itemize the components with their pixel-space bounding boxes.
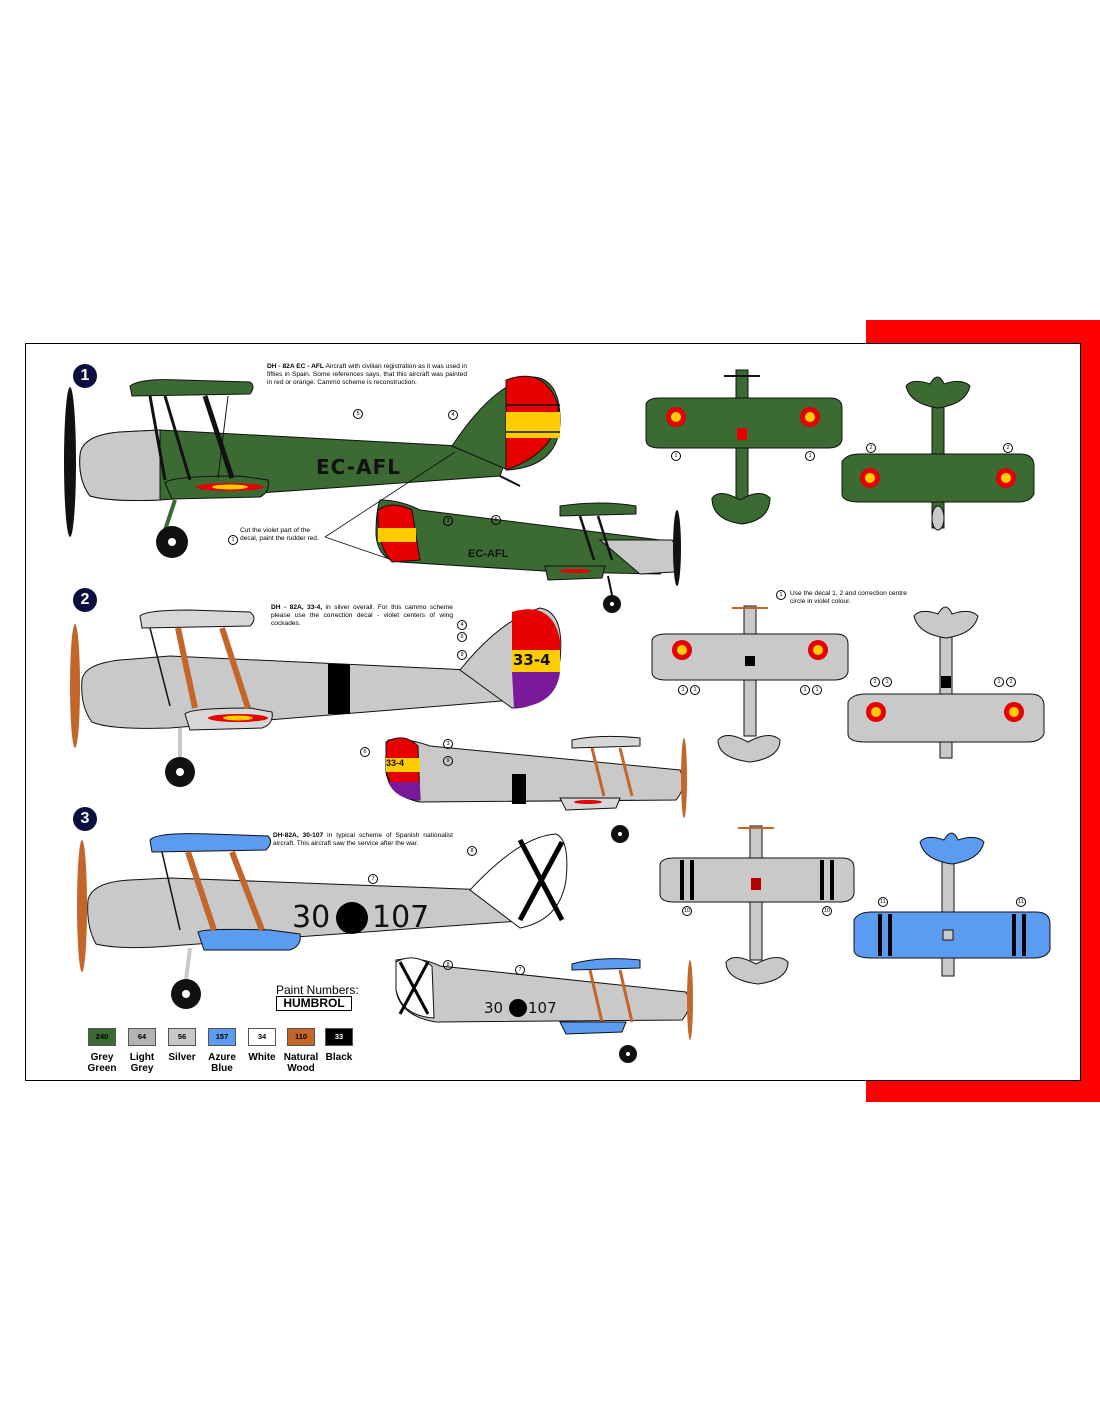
callout-1-right: 1 bbox=[805, 451, 819, 461]
callout-11-right: 11 bbox=[1016, 897, 1030, 907]
scheme-2-small-tail-code: 33-4 bbox=[386, 758, 405, 768]
callout-1-s2-c: 1 bbox=[800, 685, 814, 695]
scheme-number-1-badge: 1 bbox=[73, 364, 97, 388]
scheme-2-tail-code: 33-4 bbox=[513, 651, 551, 669]
scheme-3-text: in typical scheme of Spanish nationalist… bbox=[273, 832, 453, 847]
callout-3-scheme2: 3 bbox=[443, 739, 457, 749]
scheme-2-correction-note: 1 Use the decal 1, 2 and correction cent… bbox=[776, 590, 916, 606]
callout-5-small: 5 bbox=[491, 515, 505, 525]
scheme-1-small-registration: EC-AFL bbox=[468, 548, 509, 560]
callout-7: 7 bbox=[368, 874, 382, 884]
callout-2-left: 2 bbox=[866, 443, 880, 453]
callout-9-scheme2: 9 bbox=[457, 650, 471, 660]
callout-9-small: 9 bbox=[443, 756, 457, 766]
callout-7-small: 7 bbox=[515, 965, 529, 975]
scheme-3-code-left: 30 bbox=[292, 900, 331, 935]
callout-1-left: 1 bbox=[671, 451, 685, 461]
paint-swatch-240: 240 bbox=[88, 1028, 116, 1046]
note-text: Cut the violet part of the decal, paint … bbox=[240, 527, 319, 542]
paint-swatch-name: Silver bbox=[168, 1052, 196, 1063]
paint-swatch-name: White bbox=[248, 1052, 276, 1063]
scheme-2-description: DH - 82A, 33-4, in silver overall. For t… bbox=[271, 604, 453, 628]
scheme-1-rudder-note: 1 Cut the violet part of the decal, pain… bbox=[228, 527, 320, 545]
scheme-1-text: Aircraft with civilian registration as i… bbox=[267, 363, 467, 386]
callout-10-right: 10 bbox=[822, 906, 832, 916]
scheme-number-3-badge: 3 bbox=[73, 807, 97, 831]
scheme-1-description: DH - 82A EC - AFL Aircraft with civilian… bbox=[267, 363, 467, 387]
scheme-3-title: DH-82A, 30-107 bbox=[273, 832, 324, 839]
callout-6-small: 6 bbox=[360, 747, 374, 757]
paint-swatch-name: Black bbox=[325, 1052, 353, 1063]
scheme-1-registration: EC-AFL bbox=[316, 455, 401, 479]
callout-5: 5 bbox=[353, 409, 367, 419]
callout-8: 8 bbox=[467, 846, 481, 856]
paint-swatch-110: 110 bbox=[287, 1028, 315, 1046]
callout-1-s2-d: 1 bbox=[812, 685, 826, 695]
callout-10-left: 10 bbox=[682, 906, 692, 916]
note-circle-icon: 1 bbox=[776, 590, 786, 600]
callout-1-s2-left: 1 bbox=[882, 677, 896, 687]
paint-swatch-56: 56 bbox=[168, 1028, 196, 1046]
note-text: Use the decal 1, 2 and correction centre… bbox=[790, 590, 907, 605]
callout-4-scheme2: 4 bbox=[457, 620, 471, 630]
callout-3: 3 bbox=[443, 516, 457, 526]
scheme-3-small-code-left: 30 bbox=[484, 999, 504, 1017]
scheme-number-2-badge: 2 bbox=[73, 588, 97, 612]
note-circle-icon: 1 bbox=[228, 535, 238, 545]
callout-1-s2-b: 1 bbox=[690, 685, 704, 695]
paint-swatch-33: 33 bbox=[325, 1028, 353, 1046]
scheme-1-title: DH - 82A EC - AFL bbox=[267, 363, 324, 370]
callout-6-scheme2: 6 bbox=[457, 632, 471, 642]
callout-1-s2-a: 1 bbox=[678, 685, 692, 695]
scheme-2-title: DH - 82A, 33-4, bbox=[271, 604, 323, 611]
callout-2-s2-right: 2 bbox=[1006, 677, 1020, 687]
scheme-2-text: in silver overall. For this cammo scheme… bbox=[271, 604, 453, 627]
paint-swatch-34: 34 bbox=[248, 1028, 276, 1046]
paint-swatch-157: 157 bbox=[208, 1028, 236, 1046]
callout-8-small: 8 bbox=[443, 960, 457, 970]
callout-1-s2-right: 1 bbox=[994, 677, 1008, 687]
paint-brand: HUMBROL bbox=[276, 996, 352, 1011]
paint-swatch-64: 64 bbox=[128, 1028, 156, 1046]
callout-4: 4 bbox=[448, 410, 462, 420]
callout-2-right: 2 bbox=[1003, 443, 1017, 453]
scheme-3-small-code-right: 107 bbox=[528, 999, 557, 1017]
paint-numbers-title: Paint Numbers: bbox=[276, 983, 359, 997]
callout-11-left: 11 bbox=[878, 897, 892, 907]
callout-2-s2-left: 2 bbox=[870, 677, 884, 687]
scheme-3-description: DH-82A, 30-107 in typical scheme of Span… bbox=[273, 832, 453, 848]
scheme-3-code-right: 107 bbox=[372, 900, 430, 935]
